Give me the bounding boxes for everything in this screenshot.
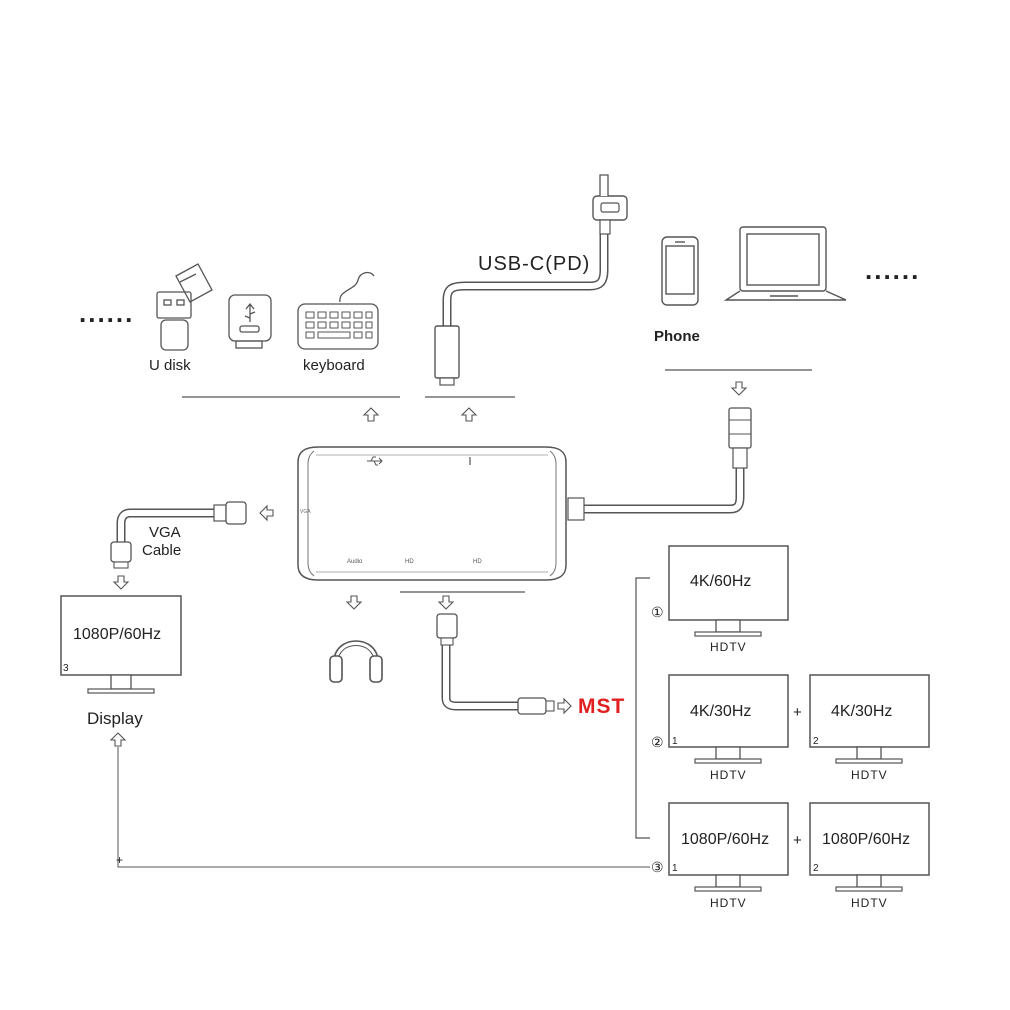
usb-c-pd-cable [434, 174, 628, 386]
hdtv-monitor [668, 545, 789, 637]
hdtv-monitor [809, 674, 930, 764]
hdtv-label: HDTV [851, 896, 888, 910]
arrow-up-icon [461, 407, 477, 422]
hdtv-label: HDTV [851, 768, 888, 782]
hdtv-label: HDTV [710, 640, 747, 654]
hdtv-resolution: 1080P/60Hz [681, 831, 770, 848]
arrow-left-icon [259, 505, 274, 521]
arrow-down-icon [113, 575, 129, 590]
display-number: 3 [63, 663, 69, 674]
plus-sign: + [793, 832, 802, 849]
mst-cable [436, 613, 555, 715]
vga-label: VGA [149, 524, 181, 541]
hdtv-resolution: 1080P/60Hz [822, 831, 911, 848]
arrow-up-icon [363, 407, 379, 422]
hdtv-monitor [809, 802, 930, 892]
hdtv-resolution: 4K/60Hz [690, 573, 752, 590]
usb-flash-drive-icon [156, 263, 213, 351]
usb-c-hub: VGA [297, 446, 567, 581]
hdtv-label: HDTV [710, 768, 747, 782]
option-2-marker: ② [651, 734, 664, 750]
usb-c-pd-label: USB-C(PD) [478, 253, 591, 275]
hdtv-number: 2 [813, 736, 819, 747]
mst-label: MST [578, 695, 626, 718]
smartphone-icon [661, 236, 699, 306]
hdtv-monitor [668, 674, 789, 764]
arrow-down-icon [438, 595, 454, 610]
hdtv-number: 2 [813, 863, 819, 874]
keyboard-icon [297, 271, 379, 350]
plus-sign: + [793, 704, 802, 721]
phone-label: Phone [654, 328, 700, 345]
hdtv-resolution: 4K/30Hz [831, 703, 893, 720]
option-3-marker: ③ [651, 859, 664, 875]
headphones-icon [329, 640, 383, 683]
arrow-right-icon [557, 698, 572, 714]
hub-usb-cable [567, 407, 752, 521]
more-devices-ellipsis: ...... [79, 298, 135, 328]
arrow-up-icon [110, 732, 126, 747]
hd-port-label: HD [473, 559, 482, 565]
more-devices-ellipsis: ...... [865, 255, 921, 285]
plus-sign: + [116, 853, 124, 867]
option-1-marker: ① [651, 604, 664, 620]
arrow-down-icon [346, 595, 362, 610]
keyboard-label: keyboard [303, 357, 365, 374]
u-disk-label: U disk [149, 357, 191, 374]
display-resolution: 1080P/60Hz [73, 626, 162, 643]
vga-cable [110, 501, 247, 569]
hdtv-number: 1 [672, 736, 678, 747]
usb-adapter-icon [228, 294, 272, 349]
laptop-icon [723, 226, 847, 301]
hdtv-number: 1 [672, 863, 678, 874]
hdtv-monitor [668, 802, 789, 892]
audio-port-label: Audio [347, 559, 363, 565]
display-label: Display [87, 709, 143, 728]
arrow-down-icon [731, 381, 747, 396]
svg-text:VGA: VGA [300, 509, 311, 515]
display-monitor [60, 595, 182, 694]
cable-label: Cable [142, 542, 182, 559]
hdtv-resolution: 4K/30Hz [690, 703, 752, 720]
hdtv-label: HDTV [710, 896, 747, 910]
option3-feedback-line [117, 747, 650, 868]
mst-bracket [635, 577, 650, 839]
usb-symbol-icon [367, 456, 383, 466]
hd-port-label: HD [405, 559, 414, 565]
